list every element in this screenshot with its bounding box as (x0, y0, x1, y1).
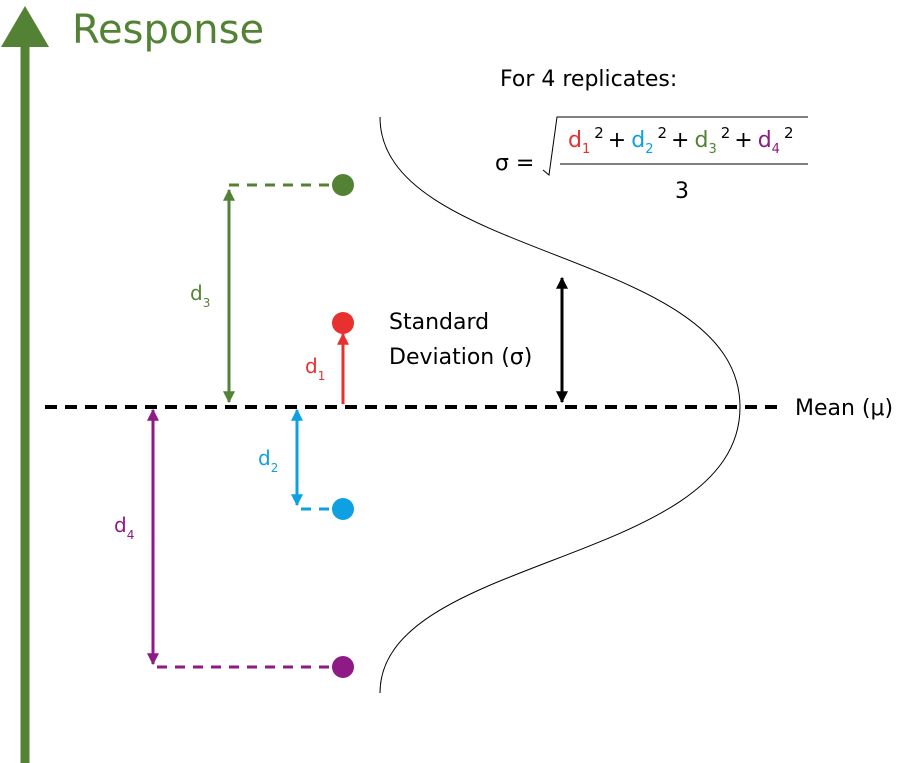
numerator-term-4-sub: 4 (772, 142, 780, 157)
d1-label: d1 (305, 354, 325, 383)
numerator-term-3-exp: 2 (721, 124, 731, 142)
d3-label: d3 (190, 281, 210, 310)
response-axis: Response (1, 6, 264, 763)
plus-3: + (734, 128, 752, 153)
numerator-term-2-exp: 2 (657, 124, 667, 142)
numerator-term-3-sub: 3 (708, 142, 716, 157)
numerator-term-4-base: d (758, 128, 772, 153)
numerator-term-1-base: d (568, 128, 582, 153)
normal-distribution-curve (379, 116, 741, 694)
numerator-term-3-base: d (694, 128, 708, 153)
plus-2: + (671, 128, 689, 153)
std-dev-label-line2: Deviation (σ) (389, 345, 532, 370)
mean-label: Mean (μ) (795, 396, 893, 421)
formula-numerator: d12+d22+d32+d42 (568, 124, 794, 157)
plus-1: + (608, 128, 626, 153)
numerator-term-2-sub: 2 (645, 142, 653, 157)
d1-data-point (332, 312, 354, 334)
axis-label: Response (72, 7, 264, 53)
std-dev-label-line1: Standard (389, 310, 489, 335)
d2-data-point (332, 498, 354, 520)
replicate-d3: d3 (190, 174, 354, 404)
d4-data-point (332, 656, 354, 678)
numerator-term-1-exp: 2 (594, 124, 604, 142)
numerator-term-1-sub: 1 (582, 142, 590, 157)
numerator-term-4-exp: 2 (784, 124, 794, 142)
d3-data-point (332, 174, 354, 196)
sigma-equals: σ = (495, 151, 534, 176)
formula: For 4 replicates: σ = d12+d22+d32+d42 3 (495, 67, 808, 204)
formula-heading: For 4 replicates: (500, 67, 677, 92)
d4-label: d4 (114, 513, 134, 542)
replicate-d4: d4 (114, 408, 354, 678)
numerator-term-2-base: d (631, 128, 645, 153)
d2-label: d2 (258, 446, 278, 475)
formula-denominator: 3 (675, 179, 689, 204)
radical-sign-icon (542, 116, 808, 176)
axis-arrowhead-icon (1, 6, 49, 47)
replicate-d2: d2 (258, 408, 354, 520)
replicate-d1: d1 (305, 312, 354, 404)
